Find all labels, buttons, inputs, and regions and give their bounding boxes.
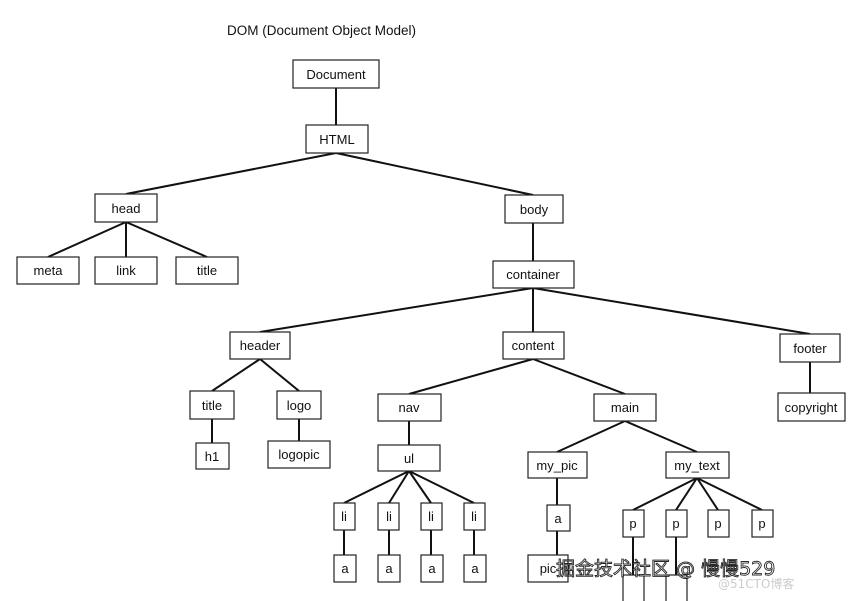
svg-text:li: li (341, 509, 347, 524)
node-container: container (492, 260, 575, 289)
svg-text:h1: h1 (205, 449, 219, 464)
svg-text:Document: Document (306, 67, 366, 82)
edge-ul-li3 (408, 470, 432, 504)
edge-ul-li1 (343, 470, 410, 504)
svg-text:content: content (512, 338, 555, 353)
svg-text:link: link (116, 263, 136, 278)
node-p-1: p (622, 509, 645, 538)
svg-text:p: p (758, 516, 765, 531)
node-p-4: p (751, 509, 774, 538)
tree-edges (47, 88, 811, 575)
node-head: head (94, 193, 158, 223)
svg-text:a: a (471, 561, 479, 576)
svg-text:li: li (428, 509, 434, 524)
diagram-title: DOM (Document Object Model) (227, 23, 416, 38)
edge-ul-li2 (388, 470, 410, 504)
edge-content-nav (408, 358, 534, 395)
node-header-title: title (189, 390, 235, 420)
node-meta: meta (16, 256, 80, 285)
svg-text:a: a (385, 561, 393, 576)
node-p-2: p (665, 509, 688, 538)
watermark-primary: 掘金技术社区 @ 慢慢529 (556, 558, 775, 580)
svg-text:pic: pic (540, 561, 557, 576)
node-li-3: li (420, 502, 443, 531)
node-link: link (94, 256, 158, 285)
edge-mytext-p3 (696, 477, 719, 511)
node-li-1: li (333, 502, 356, 531)
svg-text:my_pic: my_pic (536, 458, 578, 473)
edge-main-mypic (556, 420, 626, 453)
edge-mytext-p1 (632, 477, 698, 511)
svg-text:copyright: copyright (785, 400, 838, 415)
node-ul: ul (377, 444, 441, 472)
svg-text:ul: ul (404, 451, 414, 466)
svg-text:a: a (341, 561, 349, 576)
svg-text:title: title (197, 263, 217, 278)
edge-container-header (259, 287, 534, 333)
node-p-3: p (707, 509, 730, 538)
svg-text:logopic: logopic (278, 447, 320, 462)
svg-text:meta: meta (34, 263, 64, 278)
node-header: header (229, 331, 291, 360)
node-html: HTML (305, 124, 369, 154)
svg-text:my_text: my_text (674, 458, 720, 473)
node-copyright: copyright (777, 392, 846, 422)
edge-head-title (125, 221, 208, 258)
node-p2-child-partial (665, 574, 688, 601)
edge-mytext-p2 (675, 477, 698, 511)
node-head-title: title (175, 256, 239, 285)
node-nav: nav (377, 393, 442, 422)
node-p1-child-partial (622, 574, 645, 601)
node-content: content (502, 331, 565, 360)
watermark-secondary: @51CTO博客 (718, 576, 794, 591)
edge-html-body (335, 152, 534, 196)
edge-header-title (211, 358, 261, 392)
node-logo: logo (276, 390, 322, 420)
svg-text:container: container (506, 267, 560, 282)
edge-head-meta (47, 221, 127, 258)
edge-main-mytext (624, 420, 698, 453)
node-body: body (504, 194, 564, 224)
svg-text:HTML: HTML (319, 132, 354, 147)
svg-text:li: li (386, 509, 392, 524)
edge-content-main (532, 358, 626, 395)
node-logopic: logopic (267, 440, 331, 469)
watermark: 掘金技术社区 @ 慢慢529 @51CTO博客 (556, 558, 795, 591)
node-a-3: a (420, 554, 444, 583)
svg-text:main: main (611, 400, 639, 415)
svg-text:header: header (240, 338, 281, 353)
edge-ul-li4 (408, 470, 475, 504)
node-main: main (593, 393, 657, 422)
node-li-4: li (463, 502, 486, 531)
node-footer: footer (779, 333, 841, 363)
node-my-pic: my_pic (527, 451, 588, 479)
svg-text:title: title (202, 398, 222, 413)
node-a-4: a (463, 554, 487, 583)
edge-container-footer (532, 287, 811, 335)
edge-header-logo (259, 358, 300, 392)
node-my-text: my_text (665, 451, 730, 479)
node-document: Document (292, 59, 380, 89)
svg-text:a: a (428, 561, 436, 576)
svg-text:li: li (471, 509, 477, 524)
svg-text:p: p (629, 516, 636, 531)
svg-text:head: head (112, 201, 141, 216)
svg-text:footer: footer (793, 341, 827, 356)
tree-nodes: Document HTML head body meta link title (16, 59, 846, 601)
svg-text:a: a (554, 511, 562, 526)
svg-text:nav: nav (399, 400, 420, 415)
svg-text:p: p (714, 516, 721, 531)
svg-text:p: p (672, 516, 679, 531)
node-h1: h1 (195, 442, 230, 470)
node-pic: pic (527, 554, 569, 583)
node-my-pic-a: a (546, 504, 571, 532)
node-a-1: a (333, 554, 357, 583)
svg-text:logo: logo (287, 398, 312, 413)
node-li-2: li (377, 502, 400, 531)
svg-text:body: body (520, 202, 549, 217)
edge-html-head (125, 152, 337, 195)
node-a-2: a (377, 554, 401, 583)
edge-mytext-p4 (696, 477, 763, 511)
